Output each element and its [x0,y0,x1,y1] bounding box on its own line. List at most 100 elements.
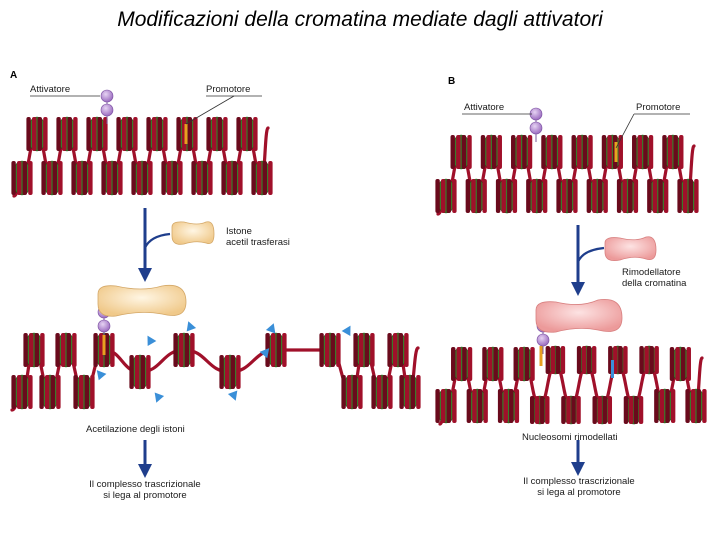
dna-wrap [637,135,643,169]
nucleosome [236,116,258,152]
dna-wrap [370,333,375,367]
panel-a-chromatin-acetylated [10,305,421,412]
dna-wrap [161,161,166,195]
panel-a-activator-label: Attivatore [30,84,71,95]
dna-wrap [238,161,243,195]
dna-wrap [90,375,95,409]
dna-wrap [236,355,241,389]
dna-wrap [652,179,658,213]
dna-wrap [219,355,224,389]
nucleosome [353,332,375,368]
dna-wrap [462,347,467,381]
dna-wrap [644,346,649,374]
dna-wrap [450,135,455,169]
dna-wrap [86,117,91,151]
nucleosome [561,395,581,425]
nucleosome [146,116,168,152]
dna-wrap [677,179,682,213]
nucleosome [161,160,183,196]
dna-wrap [276,333,281,367]
promoter-mark [539,346,543,366]
dna-wrap [483,389,488,423]
dna-wrap [88,161,93,195]
promoter-mark [102,335,106,355]
dna-wrap [503,389,508,423]
nucleosome [616,178,639,214]
nucleosome [116,116,138,152]
nucleosome [497,388,520,424]
nucleosome [639,345,659,375]
page-title: Modificazioni della cromatina mediate da… [117,8,603,31]
dna-wrap [388,375,393,409]
dna-wrap [516,135,522,169]
dna-wrap [152,117,157,151]
nucleosome [131,160,153,196]
dna-wrap [11,161,16,195]
dna-wrap [22,161,27,195]
dna-wrap [499,347,504,381]
dna-wrap [251,161,256,195]
nucleosome [173,332,195,368]
nucleosome [435,178,457,214]
dna-wrap [603,179,608,213]
dna-wrap [176,117,181,151]
dna-wrap [55,333,60,367]
dna-wrap [452,179,457,213]
dna-wrap [686,347,691,381]
dna-wrap [446,179,451,213]
dna-wrap [582,135,588,169]
dna-wrap [679,135,684,169]
nucleosome [482,346,504,382]
dna-wrap [509,389,514,423]
dna-wrap [99,333,104,367]
dna-wrap [691,389,696,423]
dna-wrap [47,161,52,195]
dna-wrap [639,346,644,374]
dna-wrap [546,135,552,169]
dna-wrap [623,396,629,424]
dna-wrap [667,135,673,169]
dna-wrap [482,347,487,381]
nucleosome [86,116,108,152]
activator-domain [97,319,111,333]
dna-wrap [336,333,341,367]
dna-wrap [658,179,663,213]
dna-wrap [545,346,551,374]
dna-wrap [537,179,542,213]
nucleosome [11,374,33,410]
panel-a-arrowhead-1 [138,268,152,282]
dna-wrap [561,396,566,424]
dna-wrap [45,375,50,409]
nucleosome [556,178,578,214]
nucleosome [399,374,421,410]
dna-wrap [43,117,48,151]
dna-wrap [501,179,506,213]
dna-wrap [172,161,177,195]
dna-wrap [131,161,136,195]
dna-wrap [73,375,78,409]
dna-wrap [52,161,57,195]
nucleosome [265,332,287,368]
dna-wrap [541,135,546,169]
nucleosome [465,178,487,214]
dna-wrap [133,117,138,151]
dna-wrap [28,375,33,409]
dna-wrap [191,161,196,195]
dna-wrap [353,333,358,367]
panel-b-activator-label: Attivatore [464,102,505,113]
dna-wrap [638,396,644,424]
panel-b-letter: B [448,76,456,87]
dna-wrap [665,389,670,423]
dna-wrap [522,135,527,169]
dna-wrap [28,161,33,195]
dna-wrap [622,179,627,213]
dna-wrap [247,117,252,151]
panel-b-chromatin-top [435,107,699,216]
dna-wrap [446,389,451,423]
dna-wrap [32,117,37,151]
dna-wrap [673,135,678,169]
dna-wrap [592,179,597,213]
nucleosome [341,374,363,410]
dna-wrap [56,117,61,151]
